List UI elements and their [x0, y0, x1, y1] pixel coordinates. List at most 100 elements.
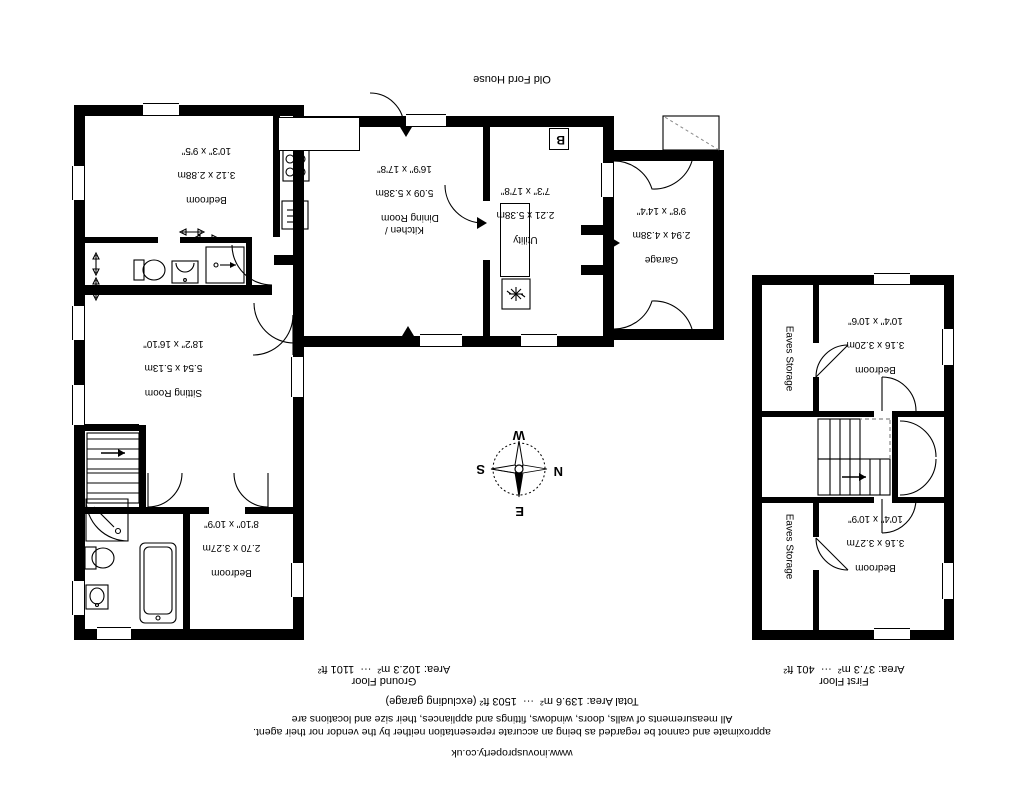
gf-garage-label: Garage 2.94 x 4.38m 9'8" x 14'4"	[620, 192, 714, 277]
ff-window-left-top	[942, 563, 954, 599]
fridge-freezer-icon	[501, 278, 531, 310]
shower-basin-icon	[171, 260, 199, 284]
room-name: Utility	[513, 233, 538, 245]
room-imperial: 16'9" x 17'8"	[377, 162, 432, 174]
gf-wall-utility-garage-2	[581, 225, 603, 235]
gf-arrow-utility	[477, 217, 487, 229]
gf-staircase	[86, 432, 140, 504]
compass-label-south: S	[476, 462, 485, 477]
ff-window-top	[874, 628, 910, 640]
gf-door-bedroom-lower	[231, 244, 273, 286]
room-metric: 2.94 x 4.38m	[632, 229, 691, 241]
gf-garage-wall-left	[713, 150, 724, 340]
room-imperial: 8'10" x 10'9"	[204, 518, 259, 530]
room-metric: 5.54 x 5.13m	[144, 362, 203, 374]
shower-cubicle-icon	[85, 498, 129, 542]
gf-partition-utility-right	[483, 260, 490, 336]
ground-floor-area: Area: 102.3 m² ··· 1101 ft²	[317, 663, 451, 675]
room-metric: 3.16 x 3.20m	[846, 339, 905, 351]
room-metric: 3.12 x 2.88m	[177, 169, 236, 181]
room-name: Garage	[644, 253, 679, 265]
room-name: Kitchen / Dining Room	[381, 211, 439, 235]
room-name: Sitting Room	[144, 386, 203, 398]
ff-bedroom-2-label: Bedroom 3.16 x 3.20m 10'4" x 10'6"	[826, 302, 936, 387]
gf-window-kitchen-top-1	[521, 334, 557, 347]
ff-door-bedroom-top	[881, 498, 917, 534]
gf-door-kitchen-hall	[253, 302, 295, 344]
gf-arrow-sitting-window-1	[92, 276, 100, 302]
gf-bedroom-2-label: Bedroom 3.12 x 2.88m 10'3" x 9'5"	[160, 132, 264, 217]
ff-wall-right	[752, 275, 762, 640]
website-url: www.inovusproperty.co.uk	[451, 747, 573, 759]
ff-eaves-storage-top-label: Eaves Storage	[783, 513, 795, 580]
gf-arrow-bedroom-lower	[178, 228, 206, 236]
compass-label-east: E	[515, 504, 524, 519]
ff-door-bedroom-bottom	[881, 376, 917, 412]
ff-partition-eaves-bottom	[813, 377, 819, 415]
ff-window-left-bottom	[942, 329, 954, 365]
gf-partition-sitting-top	[85, 424, 139, 431]
property-title: Old Ford House	[473, 73, 551, 85]
gf-wall-lower-left-thick	[274, 255, 304, 265]
gf-utility-label: Utility 2.21 x 5.38m 7'3" x 17'8"	[486, 172, 576, 257]
gf-window-top-right	[97, 627, 131, 640]
ff-window-bottom	[874, 273, 910, 285]
bathtub-icon	[139, 542, 177, 624]
disclaimer-line-2: approximate and cannot be regarded as be…	[253, 726, 771, 738]
room-name: Bedroom	[855, 363, 896, 375]
gf-window-left-bedroom-top	[291, 563, 304, 597]
gf-door-hall	[147, 472, 183, 508]
shower-toilet-icon	[133, 259, 166, 281]
ff-door-eaves-top	[815, 537, 849, 571]
ff-partition-lower-right	[762, 411, 874, 417]
first-floor-title: First Floor	[819, 675, 869, 687]
room-imperial: 10'4" x 10'6"	[848, 315, 903, 327]
gf-window-kitchen-bottom	[406, 114, 446, 127]
compass-rose: E W N S	[469, 423, 569, 519]
boiler-label: B	[556, 133, 565, 147]
kitchen-hob-icon	[282, 148, 310, 182]
washbasin-icon	[85, 584, 109, 610]
ff-partition-lower	[892, 411, 944, 417]
gf-arrow-kitchen-bottom	[400, 127, 412, 137]
gf-window-kitchen-top-2	[420, 334, 462, 347]
room-imperial: 9'8" x 14'4"	[636, 205, 687, 217]
gf-garage-wall-top	[612, 329, 724, 340]
gf-arrow-kitchen-top	[402, 326, 414, 336]
ff-partition-eaves-top	[813, 570, 819, 630]
gf-porch-step	[662, 115, 720, 151]
ff-wall-bottom	[752, 275, 954, 285]
first-floor-area: Area: 37.3 m² ··· 401 ft²	[783, 663, 905, 675]
gf-window-right-sitting-1	[72, 385, 85, 425]
total-area-label: Total Area: 139.6 m² ··· 1503 ft² (exclu…	[385, 695, 639, 707]
gf-door-sitting-room	[252, 314, 294, 356]
gf-door-kitchen-entry	[369, 92, 405, 128]
gf-wall-utility-garage	[581, 265, 603, 275]
gf-arrow-kitchen-left	[610, 237, 620, 249]
gf-window-left-sitting	[291, 357, 304, 397]
room-metric: 5.09 x 5.38m	[375, 187, 434, 199]
gf-window-right-bedroom	[72, 166, 85, 200]
room-metric: 2.70 x 3.27m	[202, 542, 261, 554]
gf-partition-shower-bottom-2	[84, 237, 158, 243]
gf-kitchen-dining-label: Kitchen / Dining Room 5.09 x 5.38m 16'9"…	[352, 150, 468, 248]
ff-door-eaves-bottom	[815, 344, 849, 378]
ff-partition-eaves-bottom-2	[813, 285, 819, 343]
kitchen-cupboard-icon	[281, 200, 309, 230]
compass-label-north: N	[553, 464, 563, 479]
ff-door-landing	[899, 420, 937, 496]
ff-wall-top	[752, 630, 954, 640]
room-imperial: 18'2" x 16'10"	[143, 338, 204, 350]
room-name: Bedroom	[855, 561, 896, 573]
gf-sitting-room-label: Sitting Room 5.54 x 5.13m 18'2" x 16'10"	[124, 325, 234, 410]
ff-partition-eaves-top-2	[813, 499, 819, 537]
gf-garage-door-top	[611, 300, 693, 330]
toilet-icon	[84, 546, 115, 570]
gf-right-wall-bottom	[74, 105, 304, 116]
shower-tray-icon	[205, 246, 245, 284]
ff-staircase	[817, 418, 891, 496]
gf-window-kitchen-left	[601, 163, 614, 197]
gf-arrow-shower	[192, 234, 220, 242]
kitchen-worktop	[278, 117, 360, 151]
room-imperial: 10'3" x 9'5"	[181, 145, 232, 157]
